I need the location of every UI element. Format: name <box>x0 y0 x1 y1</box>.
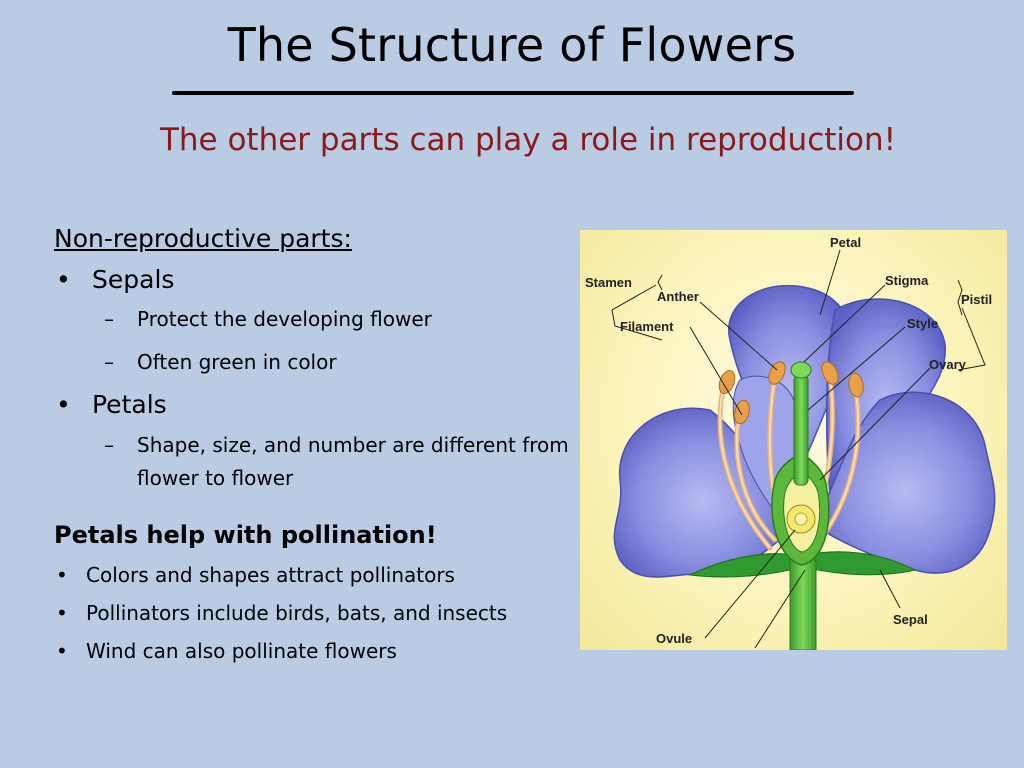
style-shape <box>793 374 809 486</box>
list-item-text: Pollinators include birds, bats, and ins… <box>86 601 508 625</box>
sub-item: – Protect the developing flower <box>54 304 574 334</box>
dash-icon: – <box>104 307 114 331</box>
bullet-label: Petals <box>92 390 167 419</box>
leader-lines <box>611 249 986 649</box>
label-stamen: Stamen <box>585 275 632 290</box>
bullet-icon: • <box>56 601 68 625</box>
flower-diagram: Petal Stamen Anther Filament Stigma Pist… <box>580 230 1007 650</box>
pollination-heading: Petals help with pollination! <box>54 521 437 549</box>
list-item-text: Wind can also pollinate flowers <box>86 639 397 663</box>
list-item: • Pollinators include birds, bats, and i… <box>54 601 574 625</box>
diagram-labels: Petal Stamen Anther Filament Stigma Pist… <box>585 235 992 646</box>
sub-item: – Shape, size, and number are different … <box>54 429 574 495</box>
flower-illustration: Petal Stamen Anther Filament Stigma Pist… <box>585 235 996 650</box>
bullet-icon: • <box>56 563 68 587</box>
anthers <box>718 361 864 425</box>
label-stigma: Stigma <box>885 273 929 288</box>
label-style: Style <box>907 316 938 331</box>
bullet-icon: • <box>56 639 68 663</box>
stem <box>789 559 817 650</box>
label-ovule: Ovule <box>656 631 692 646</box>
label-ovary: Ovary <box>929 357 967 372</box>
filament-highlights <box>719 374 860 549</box>
bullet-item-sepals: • Sepals <box>54 265 574 294</box>
sub-item-text: Often green in color <box>137 350 337 374</box>
sub-item-text: Shape, size, and number are different fr… <box>137 433 569 490</box>
title-underline <box>172 91 854 95</box>
bullet-label: Sepals <box>92 265 175 294</box>
label-anther: Anther <box>657 289 699 304</box>
list-item: • Colors and shapes attract pollinators <box>54 563 574 587</box>
slide-subtitle: The other parts can play a role in repro… <box>159 122 897 158</box>
dash-icon: – <box>104 433 114 457</box>
stigma-shape <box>790 361 812 379</box>
bullet-icon: • <box>56 390 71 419</box>
sub-item: – Often green in color <box>54 347 574 377</box>
slide-content: Non-reproductive parts: • Sepals – Prote… <box>54 224 574 677</box>
label-filament: Filament <box>620 319 674 334</box>
bullet-icon: • <box>56 265 71 294</box>
sepal-right <box>804 551 917 576</box>
list-item-text: Colors and shapes attract pollinators <box>86 563 455 587</box>
label-sepal: Sepal <box>893 612 928 627</box>
non-reproductive-heading: Non-reproductive parts: <box>54 224 352 253</box>
label-pistil: Pistil <box>961 292 992 307</box>
list-item: • Wind can also pollinate flowers <box>54 639 574 663</box>
sub-item-text: Protect the developing flower <box>137 307 432 331</box>
bullet-item-petals: • Petals <box>54 390 574 419</box>
slide-title: The Structure of Flowers <box>227 18 797 72</box>
label-petal: Petal <box>830 235 861 250</box>
dash-icon: – <box>104 350 114 374</box>
